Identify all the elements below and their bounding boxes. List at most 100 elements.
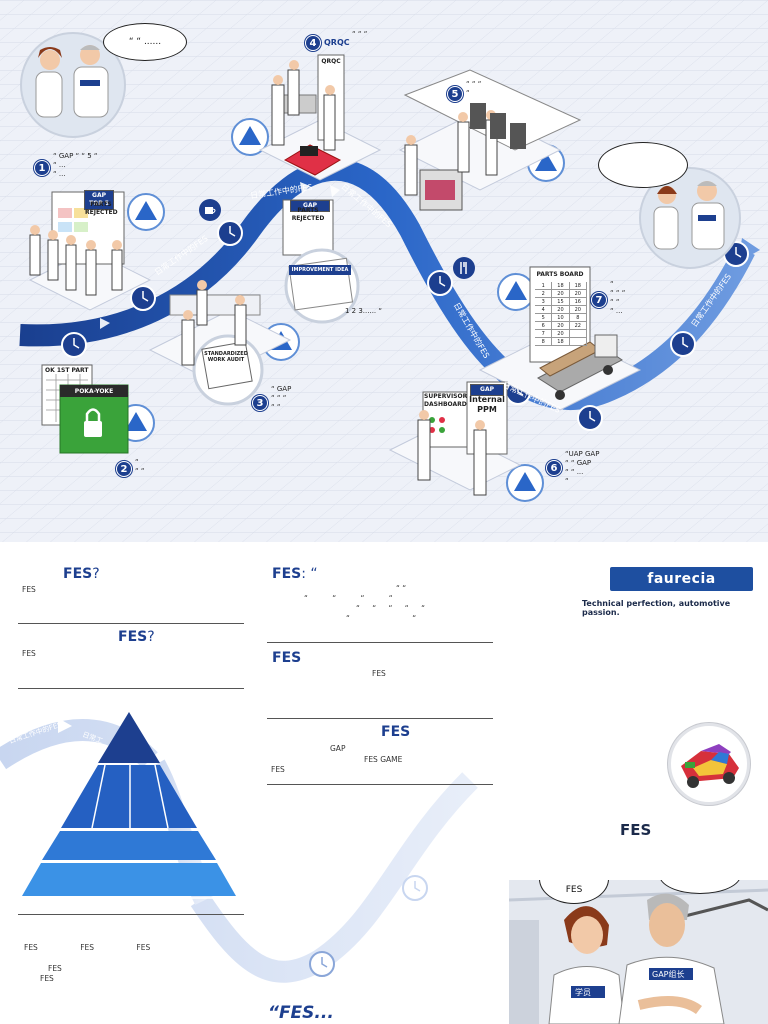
portrait-circle-right xyxy=(639,167,741,269)
faurecia-logo: faurecia xyxy=(610,567,753,591)
step-7-badge: 7 xyxy=(591,292,607,308)
pyramid-caption-2: FES xyxy=(48,964,62,973)
portrait-circle-left xyxy=(20,32,126,138)
car-image-circle xyxy=(668,723,750,805)
parts-board-cell: 8 xyxy=(570,314,587,321)
arrow-chevron xyxy=(368,932,380,944)
parts-board-cell: 7 xyxy=(535,330,553,337)
step-5-badge: 5 xyxy=(447,86,463,102)
divider xyxy=(18,688,244,689)
section-fes-definition: FES: “ xyxy=(272,566,318,582)
arrow-chevron xyxy=(330,185,340,197)
supervisor-dashboard-sign: SUPERVISOR DASHBOARD xyxy=(424,393,468,408)
daily-work-arrow xyxy=(19,159,755,411)
divider xyxy=(267,784,493,785)
parts-board-cell: 10 xyxy=(552,314,570,321)
parts-board-cell: 20 xyxy=(552,330,570,337)
light-clock-icons xyxy=(309,875,428,977)
section-fes-4-text: FES xyxy=(271,765,285,774)
station-3-scene xyxy=(169,280,264,406)
parts-board-cell: 20 xyxy=(552,290,570,297)
step-2-badge: 2 xyxy=(116,461,132,477)
clock-icons xyxy=(61,220,749,431)
parts-board-cell: 5 xyxy=(535,314,553,321)
divider xyxy=(267,718,493,719)
step-3-text: “ GAP “ “ “ “ “ xyxy=(271,385,292,411)
improvement-idea-sign: IMPROVEMENT IDEA xyxy=(289,265,351,275)
step-6-text: “UAP GAP “ “ GAP “ “ ... “ xyxy=(565,450,600,485)
pyramid-illustration xyxy=(0,712,478,983)
step-4-label: QRQC xyxy=(324,38,350,47)
pyramid-caption-3: FES xyxy=(40,974,54,983)
step-5-text: “ “ “ “ xyxy=(466,80,482,97)
section-what-is-fes: FES? xyxy=(63,566,100,582)
parts-rejected-sign-2: PARTS REJECTED xyxy=(291,207,325,222)
station-4-scene xyxy=(271,54,345,176)
parts-board-cell xyxy=(570,330,587,337)
mid-step-text: 1 2 3...... “ xyxy=(345,307,383,315)
parts-board-title: PARTS BOARD xyxy=(536,271,584,278)
section-fes-3-text: FES xyxy=(372,669,386,678)
step-6-badge: 6 xyxy=(546,460,562,476)
divider xyxy=(18,623,244,624)
gap-sign-2: GAP xyxy=(470,384,504,396)
definition-line-2: “ “ “ “ xyxy=(304,594,393,603)
step-3-badge: 3 xyxy=(252,395,268,411)
speech-bubble-left: “ “ ...... xyxy=(103,23,187,61)
parts-board-cell: 3 xyxy=(535,298,553,305)
section-fes-4-gap: GAP xyxy=(330,744,346,753)
section-what-is-fes-text: FES xyxy=(22,585,36,594)
speech-bubble-right xyxy=(598,142,688,188)
step-4-badge: 4 xyxy=(305,35,321,51)
step-1-badge: 1 xyxy=(34,160,50,176)
parts-board-cell: 2 xyxy=(535,290,553,297)
definition-line-3: “ “ “ “ “ xyxy=(356,604,425,613)
step-4-text: “ “ “ xyxy=(352,30,368,38)
step-2-text: “ “ “ xyxy=(135,458,145,475)
coffee-icon xyxy=(199,199,221,221)
section-why-fes: FES? xyxy=(118,629,155,645)
parts-board-cell: 22 xyxy=(570,322,587,329)
station-7-scene xyxy=(529,266,623,400)
parts-board-cell: 4 xyxy=(535,306,553,313)
parts-board-cell: 18 xyxy=(552,338,570,345)
parts-board-cell: 20 xyxy=(552,322,570,329)
parts-rejected-sign: PARTS REJECTED xyxy=(85,201,118,216)
slogan: Technical perfection, automotive passion… xyxy=(582,599,731,617)
parts-board-cell: 20 xyxy=(552,306,570,313)
parts-board-cell: 18 xyxy=(570,282,587,289)
ok-first-part-sign: OK 1ST PART xyxy=(45,367,89,374)
standardized-work-audit-sign: STANDARDIZED WORK AUDIT xyxy=(204,351,248,363)
comic-illustration xyxy=(509,880,768,1024)
parts-board-cell: 20 xyxy=(570,306,587,313)
definition-line-1: “ “ xyxy=(396,584,407,593)
divider xyxy=(18,914,244,915)
car-icon xyxy=(681,744,739,788)
section-fes-4-game: FES GAME xyxy=(364,755,403,764)
qrqc-board-label: QRQC xyxy=(321,58,341,65)
arrow-chevron xyxy=(58,718,72,733)
step-7-text: “ “ “ “ “ “ “ ... xyxy=(610,280,626,315)
parts-board-cell: 8 xyxy=(535,338,553,345)
fes-heading-right: FES xyxy=(620,821,652,839)
parts-board-cell xyxy=(570,338,587,345)
divider xyxy=(267,642,493,643)
comic-panel: FES 学员 GAP组长 xyxy=(509,880,768,1024)
section-fes-4: FES xyxy=(381,724,411,740)
section-why-fes-text: FES xyxy=(22,649,36,658)
section-fes-3: FES xyxy=(272,650,302,666)
meal-icon xyxy=(453,257,475,279)
station-2-scene xyxy=(41,364,129,454)
pyramid-caption-1: FES FES FES xyxy=(24,943,151,952)
student-badge: 学员 xyxy=(575,988,591,997)
definition-line-4: “ “ xyxy=(346,614,417,623)
step-1-text: “ GAP “ “ 5 “ “ ... “ ... xyxy=(53,152,98,178)
